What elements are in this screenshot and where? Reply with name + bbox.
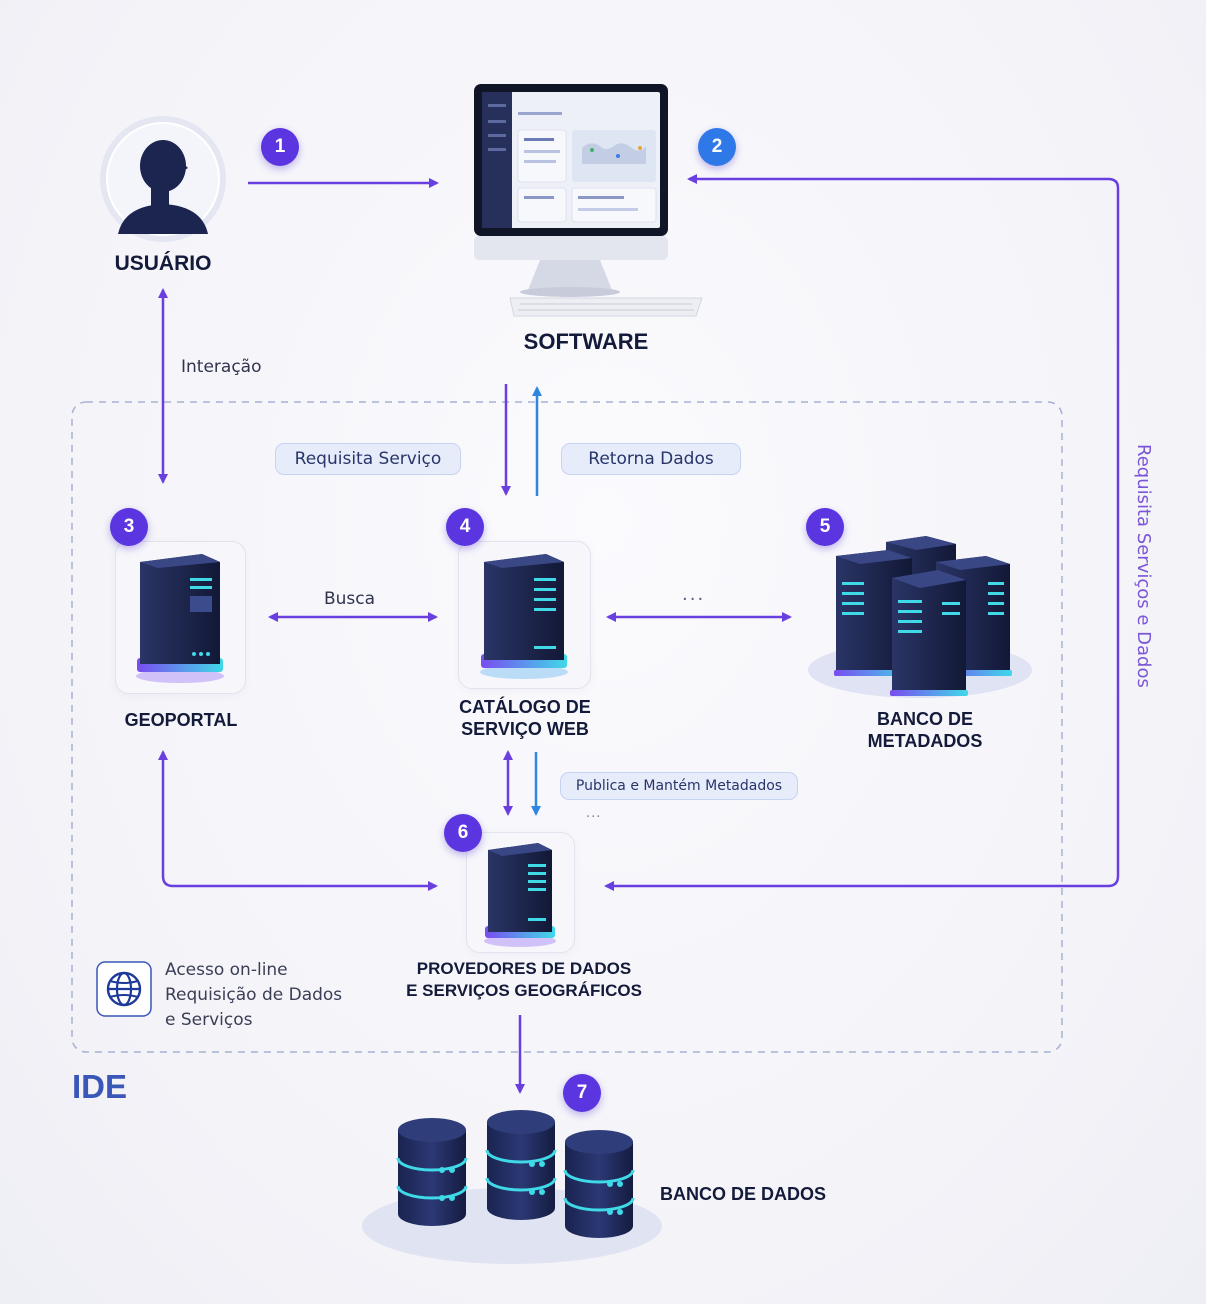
arrow-provedores-to-software	[604, 174, 1120, 891]
edge-label-ellipsis-metadados: ...	[682, 584, 706, 605]
catalogo-server-icon	[480, 554, 568, 679]
software-computer-icon	[474, 84, 703, 317]
edge-label-interacao: Interação	[181, 357, 262, 377]
pill-retorna-dados: Retorna Dados	[561, 443, 741, 475]
ide-region-label: IDE	[72, 1068, 128, 1105]
legend-text: Acesso on-line Requisição de Dados e Ser…	[165, 958, 342, 1033]
label-geoportal: GEOPORTAL	[124, 710, 238, 730]
ide-region	[71, 401, 1063, 1053]
legend-line-2: Requisição de Dados	[165, 985, 343, 1005]
banco-dados-cylinders-icon	[362, 1110, 662, 1264]
badge-4: 4	[446, 508, 484, 546]
label-software: SOFTWARE	[523, 329, 649, 354]
label-metadados-line1: BANCO DE	[876, 709, 973, 729]
metadados-server-cluster-icon	[808, 536, 1032, 698]
label-provedores-line1: PROVEDORES DE DADOS	[416, 959, 632, 978]
edge-label-busca: Busca	[324, 589, 376, 609]
pill-requisita-servico: Requisita Serviço	[275, 443, 461, 475]
legend-line-3: e Serviços	[165, 1010, 253, 1030]
badge-5: 5	[806, 508, 844, 546]
badge-6: 6	[444, 814, 482, 852]
edge-label-ellipsis-publica: ...	[586, 806, 602, 821]
arrow-geoportal-provedores	[158, 750, 438, 891]
label-catalogo-line1: CATÁLOGO DE	[459, 697, 591, 717]
pill-publica-metadados: Publica e Mantém Metadados	[560, 772, 798, 800]
label-usuario: USUÁRIO	[114, 252, 212, 275]
badge-1: 1	[261, 128, 299, 166]
badge-3: 3	[110, 508, 148, 546]
badge-7: 7	[563, 1074, 601, 1112]
legend-line-1: Acesso on-line	[165, 960, 288, 980]
provedores-server-icon	[484, 843, 556, 947]
geoportal-server-icon	[136, 554, 224, 683]
label-provedores-line2: E SERVIÇOS GEOGRÁFICOS	[406, 981, 642, 1000]
label-banco-dados: BANCO DE DADOS	[660, 1184, 827, 1204]
user-avatar-icon	[100, 116, 226, 242]
label-catalogo-line2: SERVIÇO WEB	[461, 719, 589, 739]
edge-label-requisita-servicos-dados: Requisita Serviços e Dados	[1133, 444, 1154, 688]
label-metadados-line2: METADADOS	[867, 731, 983, 751]
globe-icon	[96, 961, 152, 1017]
badge-2: 2	[698, 128, 736, 166]
